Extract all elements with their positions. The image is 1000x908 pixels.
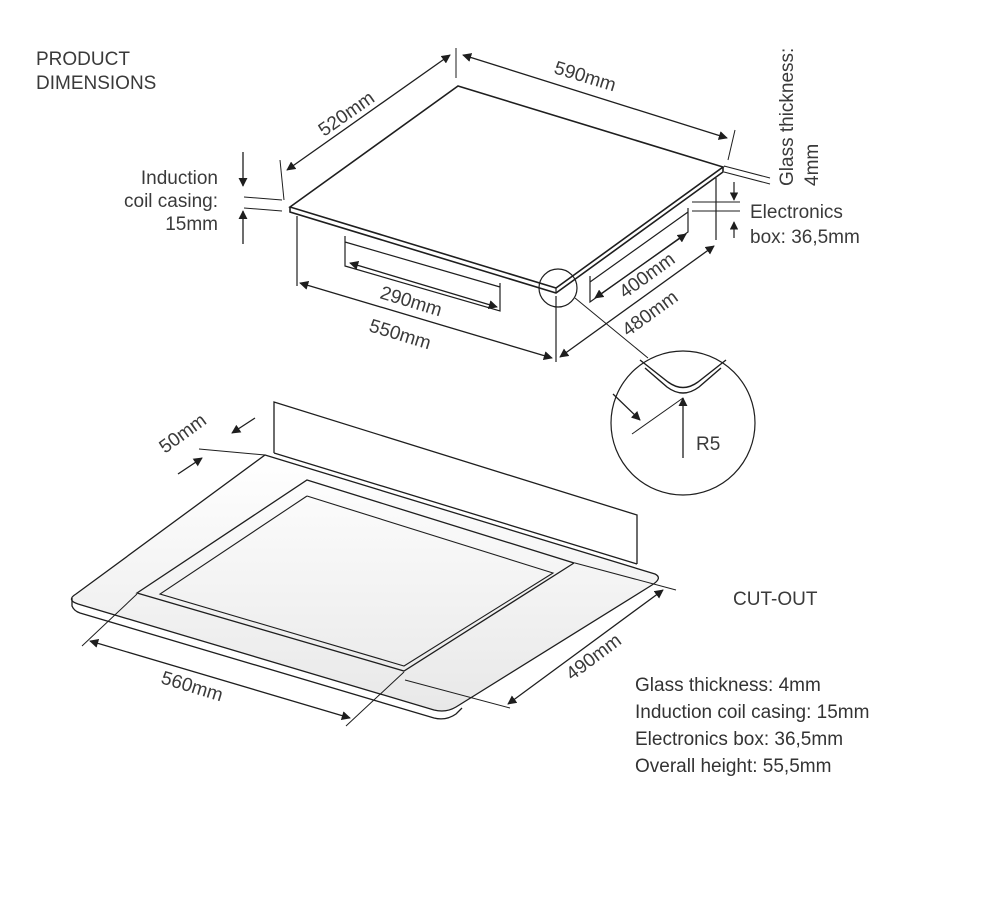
box-outer-front-label: 550mm <box>367 316 434 355</box>
cutout-hole-inner <box>158 495 555 667</box>
dimension-480: 480mm <box>559 245 715 358</box>
spec-coil-casing: Induction coil casing: 15mm <box>635 702 869 723</box>
dimension-290: 290mm <box>349 260 498 321</box>
dimension-550: 550mm <box>299 280 553 361</box>
spec-overall-height: Overall height: 55,5mm <box>635 756 831 777</box>
r5-detail: R5 <box>610 350 756 496</box>
specs-list: Glass thickness: 4mm Induction coil casi… <box>635 675 869 777</box>
glass-label-line1: Glass thickness: <box>777 48 798 186</box>
product-title-line1: PRODUCT <box>36 49 130 70</box>
width-label: 590mm <box>552 58 619 97</box>
electronics-label-line2: box: 36,5mm <box>750 227 860 248</box>
back-wall <box>273 401 638 565</box>
glass-thickness-callout: Glass thickness: 4mm <box>723 48 823 186</box>
cutout-width-label: 560mm <box>159 668 226 707</box>
coil-casing-callout: Induction coil casing: 15mm <box>124 152 283 244</box>
corner-radius-label: R5 <box>696 434 720 455</box>
dimension-520: 520mm <box>279 48 457 201</box>
wall-clearance-label: 50mm <box>156 410 211 458</box>
depth-label: 520mm <box>315 88 379 142</box>
electronics-label-line1: Electronics <box>750 202 843 223</box>
spec-glass-thickness: Glass thickness: 4mm <box>635 675 821 696</box>
cutout-title: CUT-OUT <box>733 589 818 610</box>
spec-electronics-box: Electronics box: 36,5mm <box>635 729 843 750</box>
coil-label-line1: Induction <box>141 168 218 189</box>
electronics-callout: Electronics box: 36,5mm <box>692 182 860 248</box>
corner-detail-marker <box>538 268 578 308</box>
coil-label-line2: coil casing: <box>124 191 218 212</box>
product-section: PRODUCT DIMENSIONS 520mm <box>36 48 860 496</box>
dimension-50: 50mm <box>156 410 266 475</box>
coil-label-line3: 15mm <box>165 214 218 235</box>
product-title-line2: DIMENSIONS <box>36 73 156 94</box>
dimension-590: 590mm <box>462 53 736 161</box>
glass-label-line2: 4mm <box>802 144 823 186</box>
cutout-hole-outer <box>135 479 576 672</box>
